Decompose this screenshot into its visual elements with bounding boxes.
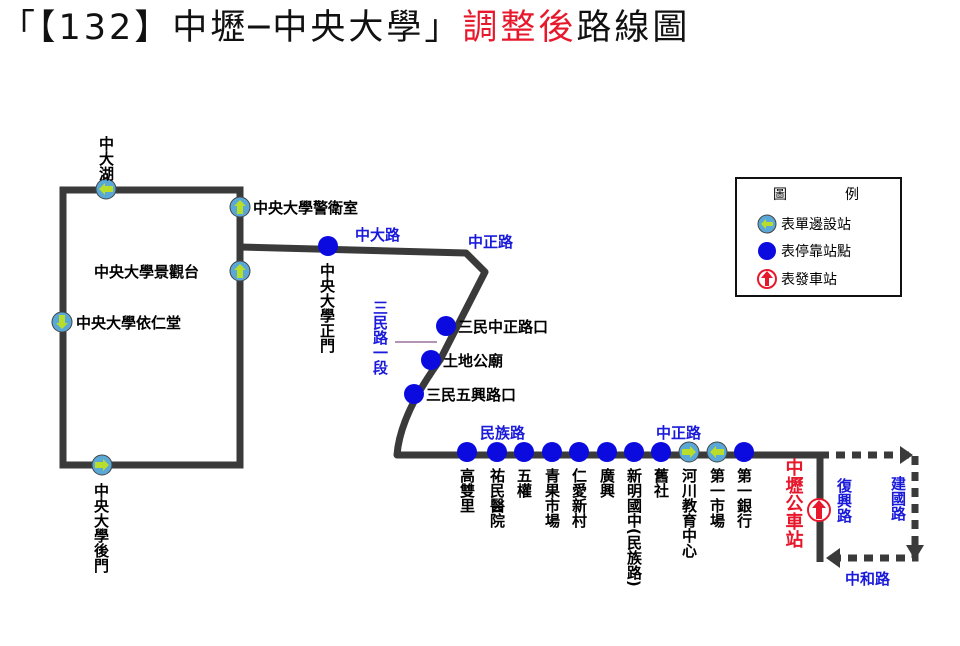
loop-arrow-east-icon	[900, 446, 913, 464]
loop-arrow-west-icon	[826, 548, 840, 568]
one-way-stop-first-market[interactable]	[706, 441, 728, 463]
legend-title-2: 例	[845, 187, 859, 203]
legend-stop-label: 表停靠站點	[781, 243, 851, 260]
road-zhongzheng-north: 中正路	[468, 233, 514, 251]
label-guard-room: 中央大學警衛室	[253, 199, 358, 217]
label-renai-xincun: 仁愛新村	[570, 467, 588, 529]
label-first-market: 第一市場	[708, 467, 726, 529]
one-way-loop-route	[820, 451, 919, 562]
label-jingguan-tai: 中央大學景觀台	[94, 263, 199, 281]
road-zhongda: 中大路	[355, 226, 401, 244]
legend-one-way-label: 表單邊設站	[781, 217, 851, 233]
legend-origin-arrow-icon	[761, 271, 773, 286]
arrow-down-icon	[56, 315, 68, 329]
one-way-stop-yiren-tang[interactable]	[51, 311, 73, 333]
origin-stop-zhongli-terminal[interactable]	[807, 498, 831, 522]
label-xinming-junior: 新明國中(民族路)	[625, 467, 643, 587]
road-sanmin: 三民路一段	[371, 300, 389, 376]
label-jiushe: 舊社	[652, 467, 670, 499]
origin-arrow-up-icon	[812, 500, 826, 519]
stop-sanmin-wuxing[interactable]	[404, 384, 424, 404]
one-way-stop-back-gate[interactable]	[91, 454, 113, 476]
arrow-left-icon	[710, 446, 724, 458]
legend-origin-label: 表發車站	[781, 271, 837, 288]
label-tudi-gongmiao: 土地公廟	[443, 352, 503, 370]
road-jianguo: 建國路	[889, 475, 907, 521]
arrow-left-icon	[99, 183, 113, 195]
stop-gaoshuangli[interactable]	[457, 442, 477, 462]
arrow-right-icon	[682, 446, 696, 458]
arrow-right-icon	[95, 459, 109, 471]
stop-jiushe[interactable]	[651, 442, 671, 462]
road-zhongzheng-east: 中正路	[656, 424, 702, 442]
stop-qingguo-market[interactable]	[542, 442, 562, 462]
label-wuquan: 五權	[515, 468, 533, 499]
label-first-bank: 第一銀行	[735, 467, 753, 529]
road-fuxing: 復興路	[835, 477, 853, 523]
label-qingguo-market: 青果市場	[543, 467, 561, 529]
label-zhongli-terminal: 中壢公車站	[783, 457, 804, 549]
map-title: 「【132】中壢─中央大學」調整後路線圖	[0, 4, 960, 52]
label-main-gate: 中央大學正門	[318, 262, 336, 354]
stop-tudi-gongmiao[interactable]	[421, 350, 441, 370]
label-zhongda-lake: 中大湖	[97, 135, 115, 182]
legend-title-1: 圖	[773, 187, 787, 203]
stop-first-bank[interactable]	[734, 442, 754, 462]
one-way-stop-river-center[interactable]	[678, 441, 700, 463]
road-zhonghe: 中和路	[845, 570, 891, 588]
stop-wuquan[interactable]	[514, 442, 534, 462]
label-gaoshuangli: 高雙里	[458, 467, 476, 513]
title-highlight: 調整後	[462, 8, 577, 48]
label-yiren-tang: 中央大學依仁堂	[76, 314, 181, 332]
stop-youmin-hospital[interactable]	[487, 442, 507, 462]
label-river-center: 河川教育中心	[680, 467, 698, 559]
label-sanmin-wuxing: 三民五興路口	[426, 386, 516, 404]
arrow-up-icon	[234, 200, 246, 214]
label-back-gate: 中央大學後門	[92, 482, 110, 574]
stop-renai-xincun[interactable]	[569, 442, 589, 462]
label-guangxing: 廣興	[598, 467, 616, 499]
road-minzu: 民族路	[480, 424, 526, 442]
title-prefix: 「【132】中壢─中央大學」	[0, 8, 463, 48]
label-youmin-hospital: 祐民醫院	[488, 467, 506, 529]
stop-guangxing[interactable]	[597, 442, 617, 462]
title-suffix: 路線圖	[576, 8, 691, 48]
stop-main-gate[interactable]	[318, 236, 338, 256]
arrow-up-icon	[234, 264, 246, 278]
one-way-stop-guard-room[interactable]	[229, 196, 251, 218]
stops	[318, 236, 754, 462]
stop-xinming-junior[interactable]	[624, 442, 644, 462]
legend: 圖 例 表單邊設站 表停靠站點 表發車站	[735, 177, 902, 297]
loop-arrow-south-icon	[906, 545, 924, 560]
stop-sanmin-zhongzheng[interactable]	[436, 316, 456, 336]
label-sanmin-zhongzheng: 三民中正路口	[458, 318, 548, 336]
one-way-stop-jingguan-tai[interactable]	[229, 260, 251, 282]
legend-arrow-left-icon	[761, 219, 773, 229]
legend-stop-icon	[758, 242, 776, 260]
one-way-stop-zhongda-lake[interactable]	[95, 178, 117, 200]
